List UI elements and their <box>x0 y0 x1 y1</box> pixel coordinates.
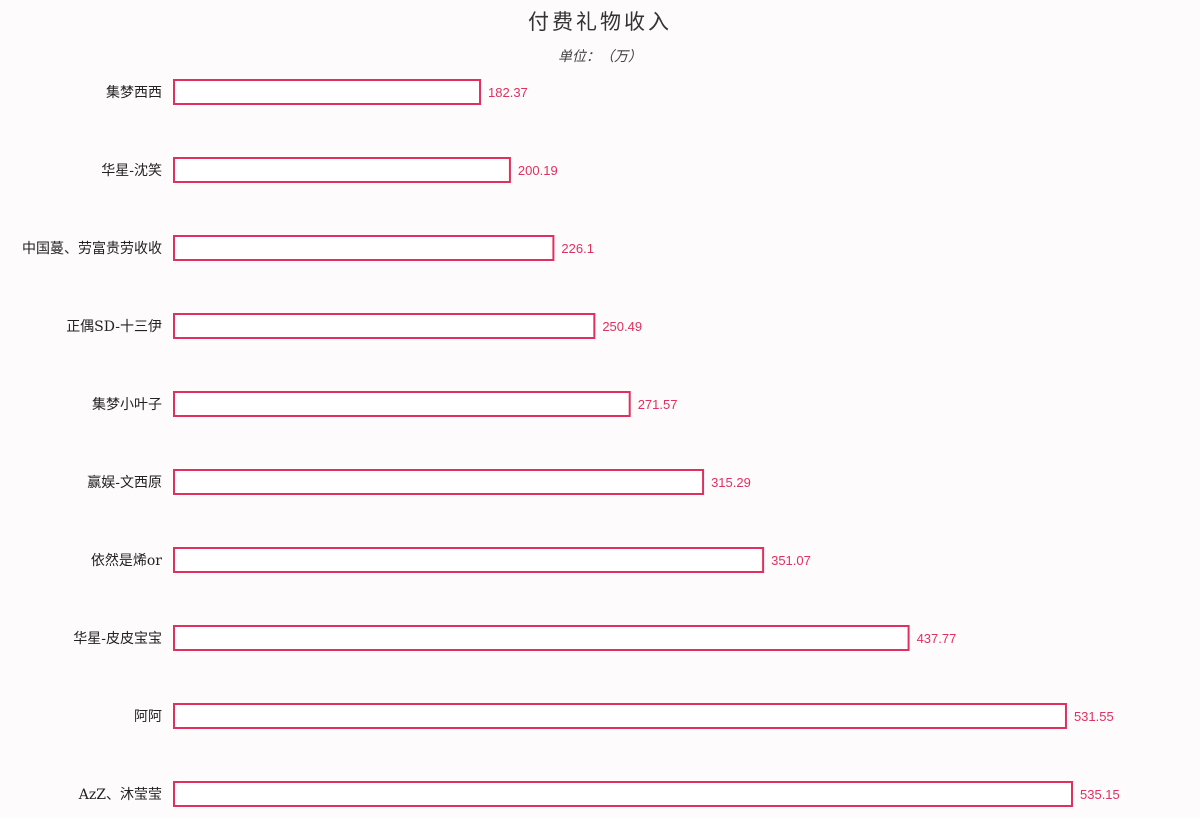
bar <box>173 547 765 573</box>
category-label: 赢娱-文西原 <box>87 474 162 491</box>
chart-subtitle: 单位：（万） <box>558 49 642 65</box>
bar <box>173 79 482 105</box>
chart-title: 付费礼物收入 <box>528 10 672 34</box>
category-label: 依然是烯or <box>91 552 162 569</box>
data-label: 271.57 <box>638 397 678 412</box>
bar <box>173 313 596 339</box>
category-label: 中国蔓、劳富贵劳收收 <box>22 240 162 257</box>
data-label: 250.49 <box>602 319 642 334</box>
data-label: 437.77 <box>917 631 957 646</box>
category-label: 华星-皮皮宝宝 <box>73 631 162 647</box>
category-label: 华星-沈笑 <box>101 163 162 179</box>
category-label: 集梦小叶子 <box>92 396 162 413</box>
bar <box>173 703 1067 729</box>
data-label: 351.07 <box>771 553 811 568</box>
category-label: 阿阿 <box>134 709 162 725</box>
data-label: 200.19 <box>518 163 558 178</box>
category-label: 正偶SD-十三伊 <box>66 319 162 335</box>
bar <box>173 625 910 651</box>
data-label: 182.37 <box>488 85 528 100</box>
data-label: 315.29 <box>711 475 751 490</box>
bar <box>173 391 631 417</box>
category-label: AzZ、沐莹莹 <box>78 787 162 803</box>
bar <box>173 235 555 261</box>
data-label: 535.15 <box>1080 787 1120 802</box>
data-label: 226.1 <box>561 241 594 256</box>
bar <box>173 781 1073 807</box>
bar <box>173 157 511 183</box>
data-label: 531.55 <box>1074 709 1114 724</box>
category-label: 集梦西西 <box>106 84 162 101</box>
bar <box>173 469 705 495</box>
